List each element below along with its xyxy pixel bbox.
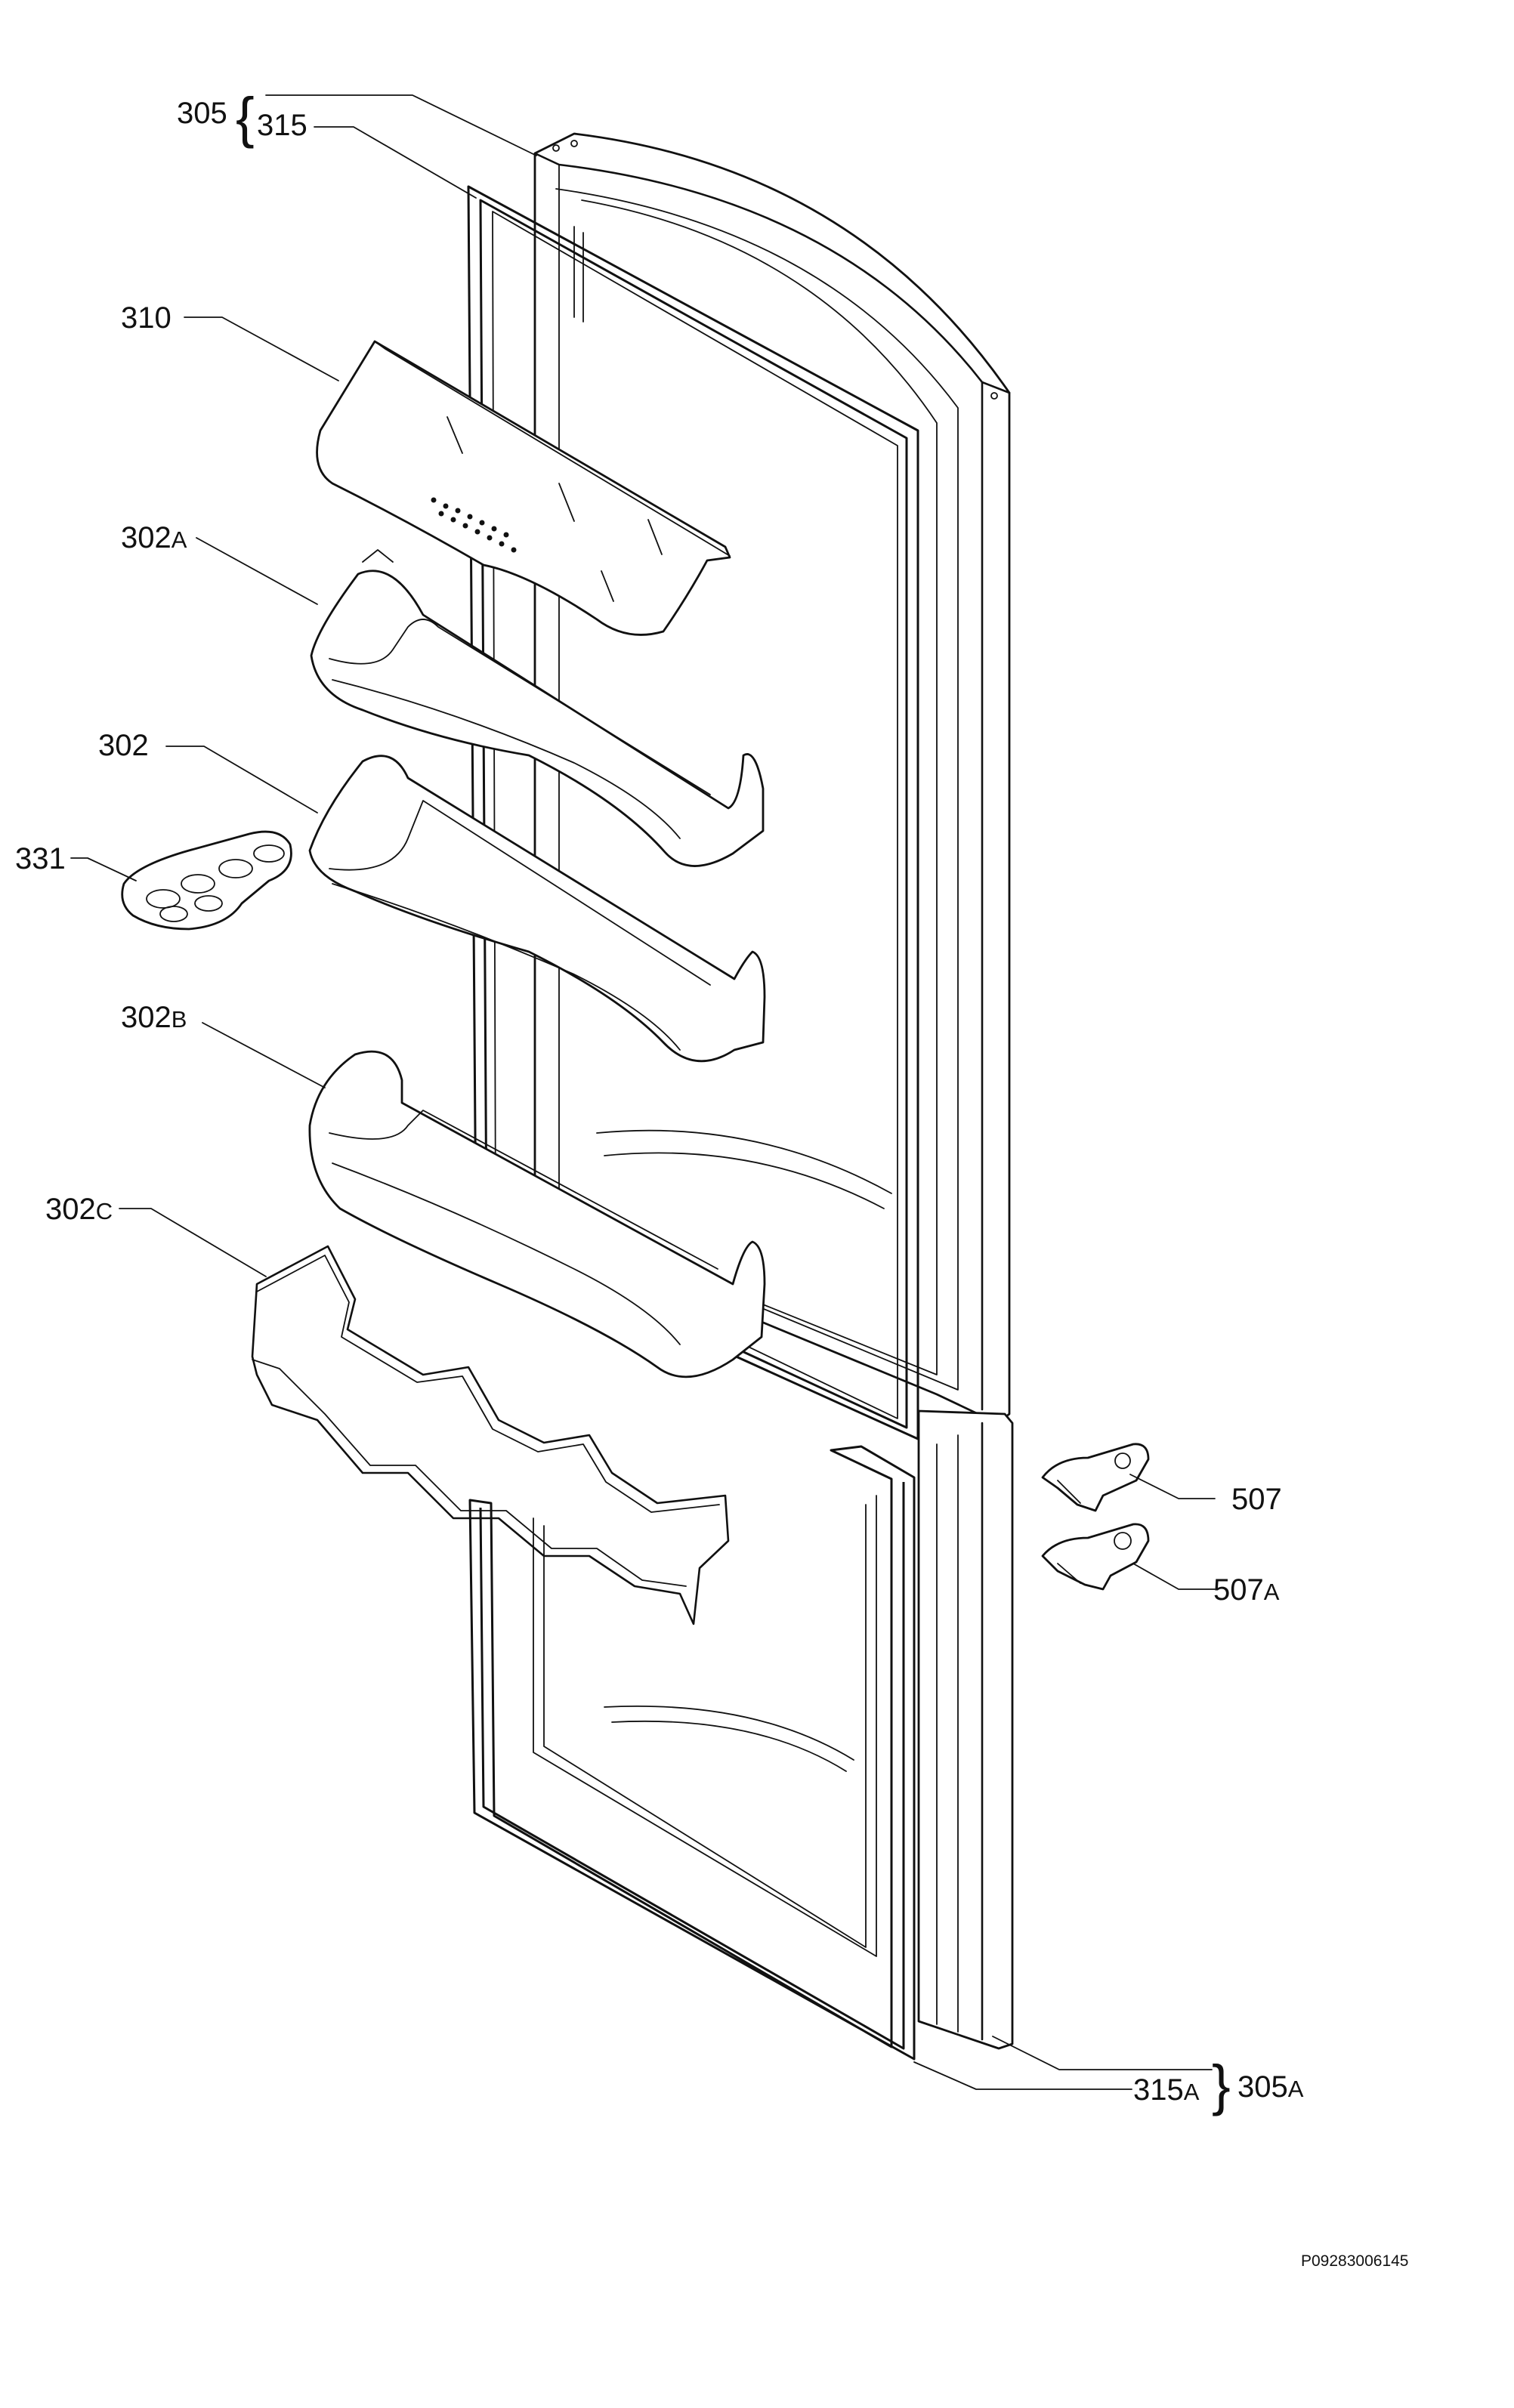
part-302B-door-bin bbox=[308, 1050, 766, 1378]
callout-labels: 305 { 315 310 302A 302 331 302B 302C 507… bbox=[15, 86, 1408, 2270]
brace-close: } bbox=[1212, 2054, 1231, 2116]
lower-door-gasket bbox=[468, 1445, 916, 2061]
leader-lines bbox=[70, 94, 1216, 2090]
part-310-dairy-compartment-lid bbox=[316, 340, 731, 636]
label-302A: 302A bbox=[121, 521, 187, 554]
label-315: 315 bbox=[257, 109, 307, 142]
label-331: 331 bbox=[15, 842, 66, 875]
part-302C-wire-bottle-rack bbox=[251, 1245, 730, 1625]
label-305: 305 bbox=[177, 97, 227, 130]
upper-door bbox=[533, 132, 1011, 1425]
label-302C: 302C bbox=[45, 1193, 113, 1226]
part-331-egg-tray bbox=[121, 830, 292, 931]
part-302-door-bin bbox=[308, 755, 766, 1063]
part-302A-door-bin bbox=[310, 549, 765, 867]
label-310: 310 bbox=[121, 301, 171, 335]
brace-open: { bbox=[236, 86, 255, 149]
part-507-hinge bbox=[1041, 1443, 1150, 1512]
part-507A-hinge bbox=[1041, 1523, 1150, 1591]
lid-vent-holes bbox=[431, 497, 517, 553]
label-315A: 315A bbox=[1133, 2073, 1200, 2107]
label-507A: 507A bbox=[1213, 1573, 1280, 1607]
label-305A: 305A bbox=[1237, 2070, 1304, 2104]
label-302B: 302B bbox=[121, 1001, 187, 1034]
lower-door bbox=[917, 1409, 1014, 2050]
label-507: 507 bbox=[1231, 1483, 1282, 1516]
label-302: 302 bbox=[98, 729, 149, 762]
drawing-reference-number: P09283006145 bbox=[1301, 2252, 1408, 2270]
